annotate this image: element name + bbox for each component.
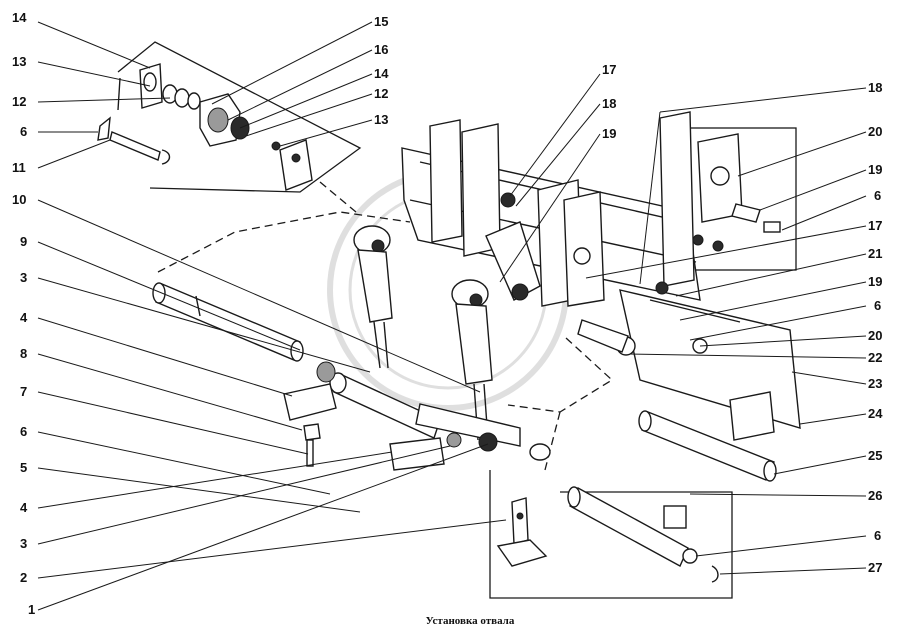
clamp-plate [271, 139, 313, 191]
bolt-and-washer [303, 423, 321, 467]
callout-label: 13 [12, 54, 26, 69]
callout-label: 3 [20, 536, 27, 551]
inset-top-left-frame [117, 41, 362, 193]
inset-bottom-frame [489, 470, 733, 599]
inset-right-plate [692, 133, 781, 252]
callout-label: 8 [20, 346, 27, 361]
vertical-mount-plates [429, 111, 695, 307]
callout-label: 21 [868, 246, 882, 261]
callout-label: 20 [868, 328, 882, 343]
callout-numbers-middle: 15 16 14 12 13 17 18 19 [374, 14, 616, 141]
callout-label: 16 [374, 42, 388, 57]
inset-bottom-bracket [496, 497, 548, 567]
callout-label: 24 [868, 406, 883, 421]
upper-left-rod [152, 282, 304, 362]
callout-label: 14 [12, 10, 27, 25]
callout-label: 6 [20, 124, 27, 139]
callout-label: 22 [868, 350, 882, 365]
callout-label: 19 [602, 126, 616, 141]
callout-label: 17 [602, 62, 616, 77]
callout-label: 1 [28, 602, 35, 617]
dashed-guide-lines [157, 181, 614, 471]
callout-label: 14 [374, 66, 389, 81]
callout-label: 19 [868, 274, 882, 289]
callout-label: 19 [868, 162, 882, 177]
callout-label: 20 [868, 124, 882, 139]
callout-label: 27 [868, 560, 882, 575]
callout-label: 7 [20, 384, 27, 399]
callout-label: 6 [874, 188, 881, 203]
callout-label: 4 [20, 310, 28, 325]
callout-label: 12 [12, 94, 26, 109]
blade-moldboard [619, 289, 801, 441]
support-brackets [283, 361, 551, 471]
callout-label: 18 [868, 80, 882, 95]
callout-label: 2 [20, 570, 27, 585]
callout-label: 17 [868, 218, 882, 233]
lower-cross-shaft [329, 372, 521, 452]
callout-label: 10 [12, 192, 26, 207]
callout-label: 15 [374, 14, 388, 29]
callout-label: 13 [374, 112, 388, 127]
pivot-levers [485, 192, 591, 301]
callout-label: 9 [20, 234, 27, 249]
callout-label: 3 [20, 270, 27, 285]
callout-label: 23 [868, 376, 882, 391]
right-strut-cylinder [451, 279, 493, 441]
lower-right-rod [638, 410, 777, 482]
callout-label: 6 [20, 424, 27, 439]
callout-label: 18 [602, 96, 616, 111]
callout-numbers-left: 14 13 12 6 11 10 9 3 4 8 7 6 5 4 3 2 1 [12, 10, 35, 617]
callout-label: 12 [374, 86, 388, 101]
callout-label: 25 [868, 448, 882, 463]
callout-label: 6 [874, 528, 881, 543]
inset-bottom-shaft [567, 486, 719, 583]
hinge-bracket-part [117, 63, 163, 111]
leader-lines [37, 21, 867, 611]
callout-label: 5 [20, 460, 27, 475]
pin-with-cotter [97, 116, 171, 165]
ring-washers [162, 84, 201, 110]
callout-label: 6 [874, 298, 881, 313]
callout-label: 11 [12, 160, 26, 175]
callout-label: 26 [868, 488, 882, 503]
left-strut-cylinder [353, 225, 393, 369]
callout-label: 4 [20, 500, 28, 515]
diagram-caption: Установка отвала [426, 615, 515, 627]
ball-joint-housing [199, 93, 250, 147]
callout-numbers-right: 18 20 19 6 17 21 19 6 20 22 23 24 25 26 … [868, 80, 883, 575]
